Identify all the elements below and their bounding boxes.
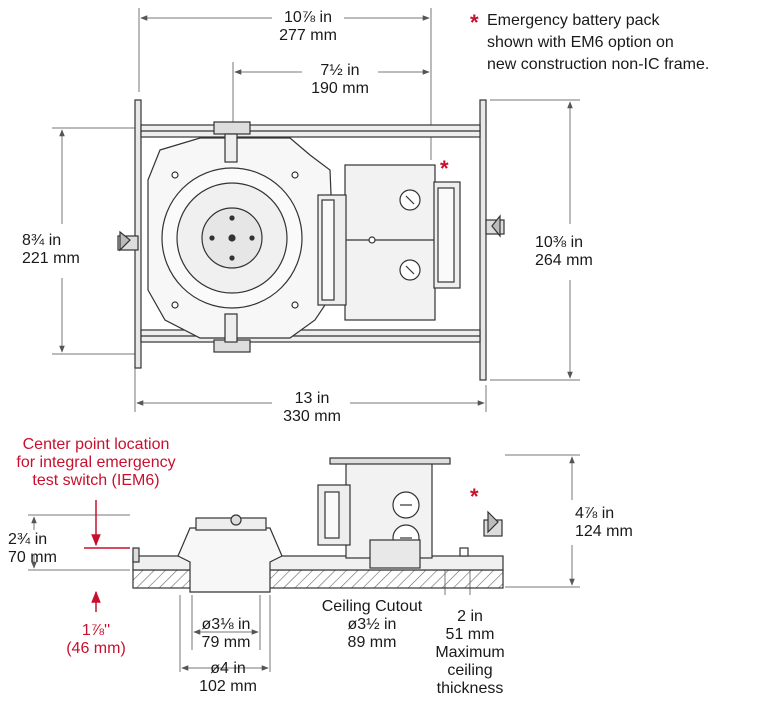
aperture-outer-mm: 102 mm [199,678,257,695]
width-inner-mm: 190 mm [311,80,369,97]
note-text: Emergency battery pack shown with EM6 op… [487,10,709,76]
ceiling-line-2: ceiling [447,662,493,679]
width-inner-label: 7½ in 190 mm [302,62,378,98]
test-switch-label: Center point location for integral emerg… [2,436,190,490]
offset-label: 1⅞'' (46 mm) [58,622,134,658]
length-in: 13 in [294,390,330,407]
length-label: 13 in 330 mm [272,390,352,426]
width-inner-in: 7½ in [320,62,360,79]
side-view-star: * [470,484,479,509]
side-height-right-label: 4⅞ in 124 mm [575,505,655,541]
aperture-outer-label: ø4 in 102 mm [188,660,268,696]
ceiling-thickness-label: 2 in 51 mm Maximum ceiling thickness [420,608,520,698]
width-overall-mm: 277 mm [279,27,337,44]
side-height-left-label: 2¾ in 70 mm [8,531,78,567]
width-overall-label: 10⅞ in 277 mm [270,9,346,45]
ceiling-line-1: Maximum [435,644,505,661]
note-line-2: shown with EM6 option on [487,34,674,51]
height-right-label: 10⅜ in 264 mm [535,234,615,270]
ceiling-mm: 51 mm [445,626,495,643]
top-view-star: * [440,156,449,181]
height-left-label: 8¾ in 221 mm [22,232,102,268]
height-right-in: 10⅜ in [535,234,584,251]
cutout-in: ø3½ in [347,616,397,633]
note-line-1: Emergency battery pack [487,12,660,29]
aperture-inner-in: ø3⅛ in [201,616,251,633]
ceiling-in: 2 in [457,608,483,625]
offset-in: 1⅞'' [81,622,111,639]
ceiling-line-3: thickness [436,680,504,697]
aperture-inner-label: ø3⅛ in 79 mm [196,616,256,652]
test-switch-line-3: test switch (IEM6) [32,472,160,489]
side-view-fixture [132,457,504,593]
note-star: * [470,10,479,35]
side-height-left-in: 2¾ in [8,531,48,548]
height-left-in: 8¾ in [22,232,62,249]
width-overall-in: 10⅞ in [283,9,333,26]
cutout-mm: 89 mm [347,634,397,651]
length-mm: 330 mm [283,408,341,425]
test-switch-line-1: Center point location [22,436,170,453]
aperture-outer-in: ø4 in [210,660,246,677]
aperture-inner-mm: 79 mm [201,634,251,651]
top-dimension-lines [52,8,580,412]
side-height-right-mm: 124 mm [575,523,633,540]
height-right-mm: 264 mm [535,252,593,269]
cutout-title: Ceiling Cutout [321,598,423,615]
cutout-label: Ceiling Cutout ø3½ in 89 mm [302,598,442,652]
test-switch-arrows [84,500,130,612]
height-left-mm: 221 mm [22,250,80,267]
offset-mm: (46 mm) [66,640,126,657]
note-line-3: new construction non-IC frame. [487,56,710,73]
side-height-left-mm: 70 mm [8,549,57,566]
side-height-right-in: 4⅞ in [575,505,615,522]
top-view-fixture [117,99,505,381]
test-switch-line-2: for integral emergency [16,454,176,471]
